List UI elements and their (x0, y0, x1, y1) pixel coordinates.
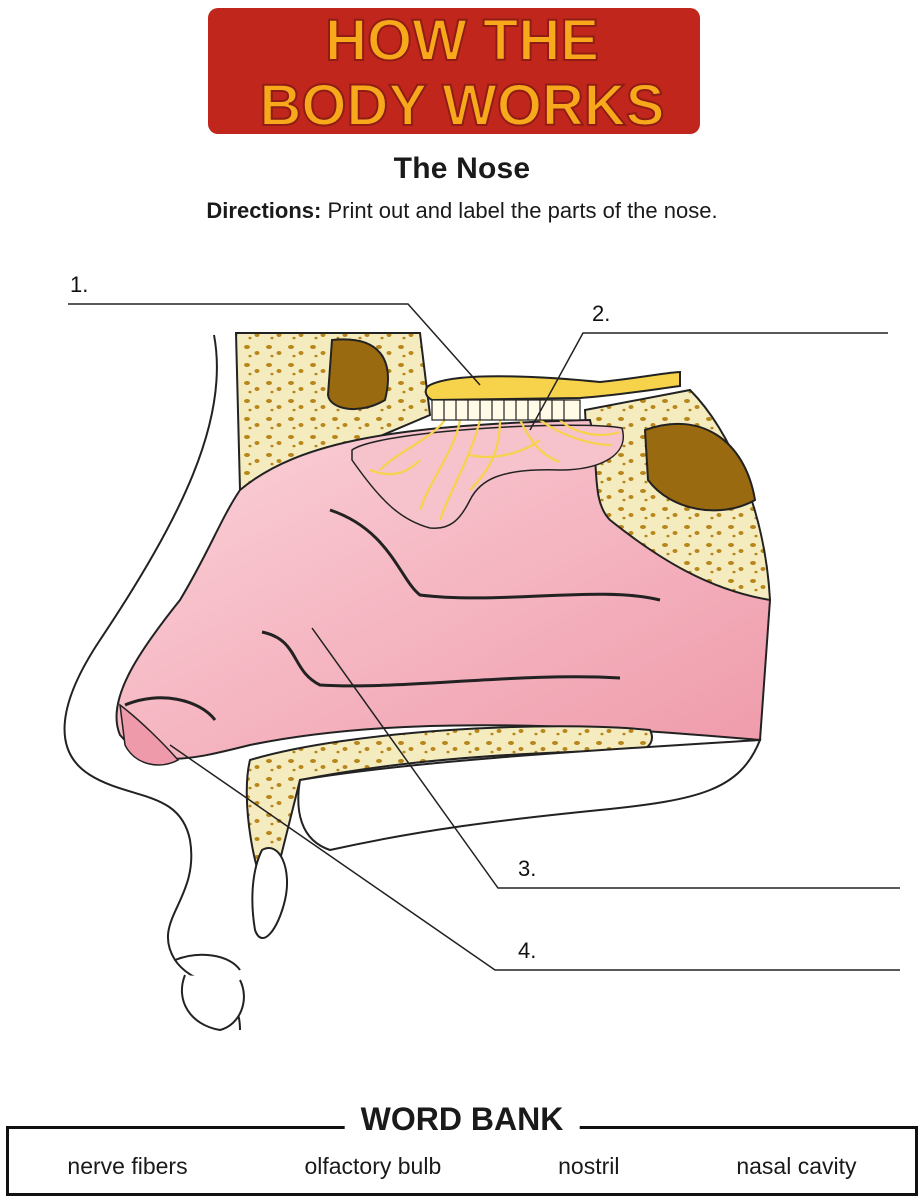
word-bank: WORD BANK nerve fibers olfactory bulb no… (6, 1101, 918, 1196)
word-bank-list: nerve fibers olfactory bulb nostril nasa… (9, 1153, 915, 1180)
nostril (119, 703, 180, 766)
tooth (251, 847, 289, 939)
label-4-number: 4. (518, 938, 536, 963)
lower-jaw-tissue (297, 738, 762, 852)
cribriform-plate (431, 399, 581, 421)
label-leader-lines (68, 303, 900, 971)
directions-text: Print out and label the parts of the nos… (321, 198, 718, 223)
page-title: The Nose (393, 152, 531, 185)
label-1-number: 1. (70, 272, 88, 297)
nostril-rim (124, 696, 217, 721)
directions-label: Directions: (206, 198, 322, 223)
middle-turbinate (261, 630, 621, 688)
word-bank-item: nasal cavity (736, 1153, 857, 1179)
leader-line-1 (68, 303, 481, 386)
superior-turbinate (329, 508, 661, 602)
how-the-body-works-logo: HOW THE BODY WORKS (208, 7, 700, 139)
leader-line-3 (311, 627, 900, 889)
label-3-number: 3. (518, 856, 536, 881)
word-bank-item: olfactory bulb (304, 1153, 442, 1179)
word-bank-title: WORD BANK (344, 1101, 580, 1138)
frontal-sinus (326, 338, 389, 411)
label-2-number: 2. (592, 301, 610, 326)
logo-line-2: BODY WORKS (260, 73, 665, 138)
leader-line-4 (169, 744, 900, 971)
logo-line-1: HOW THE (325, 8, 599, 73)
directions: Directions: Print out and label the part… (0, 198, 924, 224)
lower-lip (180, 974, 245, 1032)
leader-line-2 (529, 332, 888, 431)
sphenoid-sinus (643, 422, 757, 512)
word-bank-item: nerve fibers (67, 1153, 188, 1179)
olfactory-bulb (424, 370, 681, 402)
upper-lip (174, 953, 241, 971)
nose-cross-section-diagram: 1. 2. 3. 4. (63, 272, 900, 1032)
nerve-fibers (369, 419, 621, 521)
word-bank-item: nostril (558, 1153, 620, 1179)
